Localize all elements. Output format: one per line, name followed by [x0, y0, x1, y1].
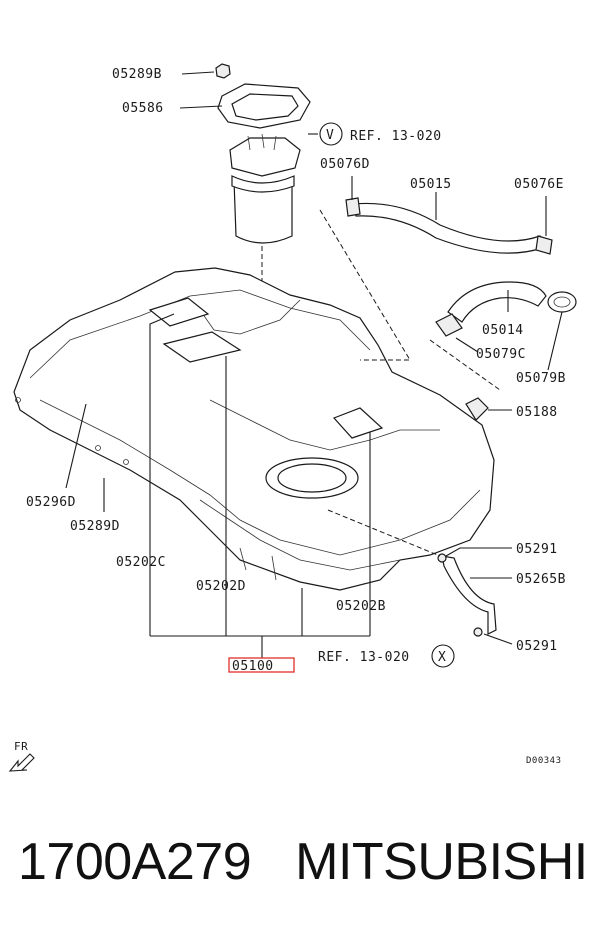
label-05202B: 05202B [336, 599, 386, 614]
highlight-box-05100 [228, 657, 295, 673]
label-05076E: 05076E [514, 177, 564, 192]
label-05202D: 05202D [196, 579, 246, 594]
label-05289D: 05289D [70, 519, 120, 534]
leader-lines [65, 71, 563, 658]
label-05079B: 05079B [516, 371, 566, 386]
label-05188: 05188 [516, 405, 558, 420]
marker-v: V [326, 128, 334, 143]
diagram-code: D00343 [526, 756, 562, 766]
label-05265B: 05265B [516, 572, 566, 587]
label-05586: 05586 [122, 101, 164, 116]
label-05076D: 05076D [320, 157, 370, 172]
label-05015: 05015 [410, 177, 452, 192]
fuel-pump-assembly [215, 63, 311, 470]
brand-name: MITSUBISHI [295, 833, 588, 891]
ref-x-label: REF. 13-020 [318, 650, 410, 665]
label-05289B: 05289B [112, 67, 162, 82]
label-05202C: 05202C [116, 555, 166, 570]
part-number: 1700A279 [18, 833, 252, 891]
label-05014: 05014 [482, 323, 524, 338]
front-arrow-icon [8, 753, 35, 772]
ref-v-label: REF. 13-020 [350, 129, 442, 144]
label-05296D: 05296D [26, 495, 76, 510]
circled-markers: V X [319, 122, 455, 668]
part-labels: 05289B 05586 REF. 13-020 05076D 05015 05… [14, 67, 566, 766]
front-direction-label: FR [14, 740, 28, 753]
label-05079C: 05079C [476, 347, 526, 362]
label-05291-lower: 05291 [516, 639, 558, 654]
label-05291-upper: 05291 [516, 542, 558, 557]
hoses-and-clamps [319, 197, 577, 637]
fuel-tank [13, 267, 495, 591]
marker-x: X [438, 650, 446, 665]
part-caption: 1700A279 MITSUBISHI [18, 832, 598, 902]
label-05100: 05100 [232, 659, 274, 674]
